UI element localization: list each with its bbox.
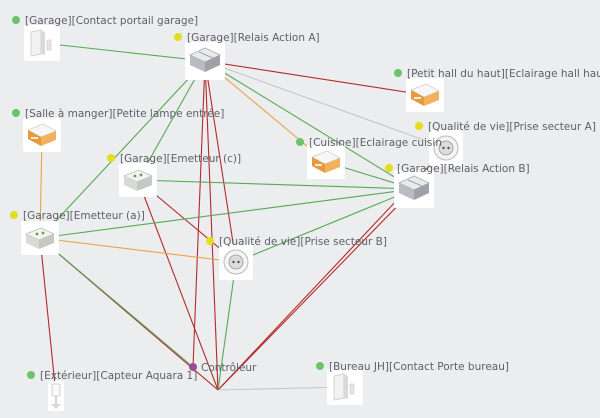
status-dot (385, 164, 393, 172)
icon-layer (21, 25, 463, 411)
node-emetteur-a[interactable]: [Garage][Emetteur (a)] (10, 210, 145, 222)
link-emetteur-c-to-relais-action-b (137, 179, 415, 190)
link-relais-action-a-to-prise-secteur-a (204, 60, 447, 149)
node-prise-secteur-a[interactable]: [Qualité de vie][Prise secteur A] (415, 121, 596, 133)
node-relais-action-a[interactable]: [Garage][Relais Action A] (174, 32, 320, 44)
status-dot (107, 154, 115, 162)
link-petite-lampe-entree-to-emetteur-a (39, 134, 43, 239)
label-layer: [Garage][Contact portail garage] [Garage]… (10, 15, 600, 382)
status-dot (296, 138, 304, 146)
node-petite-lampe-entree[interactable]: [Salle à manger][Petite lampe entrée] (12, 108, 224, 120)
status-dot (10, 211, 18, 219)
node-label: Contrôleur (201, 362, 257, 374)
node-eclairage-cuisine[interactable]: [Cuisine][Eclairage cuisin (296, 137, 442, 149)
transmitter-module-icon[interactable] (21, 221, 59, 255)
link-emetteur-a-to-prise-secteur-b (39, 237, 237, 263)
link-relais-action-b-to-hub (217, 188, 415, 391)
node-label: [Garage][Emetteur (a)] (23, 210, 145, 222)
node-label: [Garage][Emetteur (c)] (120, 153, 241, 165)
node-label: [Garage][Relais Action A] (187, 32, 320, 44)
relay-module-icon[interactable] (394, 170, 434, 208)
status-dot (189, 363, 197, 371)
node-label: [Garage][Relais Action B] (397, 163, 530, 175)
link-relais-action-a-to-controleur (192, 60, 206, 368)
door-contact-sensor-icon[interactable] (24, 25, 60, 61)
dimmer-module-icon[interactable] (23, 118, 61, 152)
link-relais-action-a-to-eclairage-hall-haut (204, 60, 426, 96)
link-relais-action-a-to-emetteur-a (39, 60, 206, 239)
door-contact-sensor-icon[interactable] (327, 369, 363, 405)
node-label: [Cuisine][Eclairage cuisin (309, 137, 442, 149)
link-emetteur-a-to-controleur (39, 237, 194, 368)
node-label: [Bureau JH][Contact Porte bureau] (329, 361, 509, 373)
node-label: [Extérieur][Capteur Aquara 1] (40, 370, 197, 382)
node-capteur-aquara[interactable]: [Extérieur][Capteur Aquara 1] (27, 370, 197, 382)
node-label: [Qualité de vie][Prise secteur A] (428, 121, 596, 133)
smart-plug-icon[interactable] (429, 130, 463, 166)
node-label: [Petit hall du haut][Eclairage hall haut… (407, 68, 600, 80)
node-contact-portail-garage[interactable]: [Garage][Contact portail garage] (12, 15, 198, 27)
node-contact-porte-bureau[interactable]: [Bureau JH][Contact Porte bureau] (316, 361, 509, 373)
status-dot (174, 33, 182, 41)
link-relais-action-a-to-relais-action-b (204, 60, 415, 190)
transmitter-module-icon[interactable] (119, 163, 157, 197)
link-relais-action-a-to-emetteur-c (137, 60, 206, 181)
node-label: [Salle à manger][Petite lampe entrée] (25, 108, 224, 120)
link-relais-action-a-to-hub (204, 60, 219, 391)
status-dot (206, 237, 214, 245)
node-eclairage-hall-haut[interactable]: [Petit hall du haut][Eclairage hall haut… (394, 68, 600, 80)
status-dot (415, 122, 423, 130)
status-dot (316, 362, 324, 370)
smart-plug-icon[interactable] (219, 244, 253, 280)
status-dot (394, 69, 402, 77)
link-relais-action-a-to-prise-secteur-b (204, 60, 237, 263)
node-controleur[interactable]: Contrôleur (189, 362, 257, 374)
node-emetteur-c[interactable]: [Garage][Emetteur (c)] (107, 153, 241, 165)
dimmer-module-icon[interactable] (307, 145, 345, 179)
status-dot (12, 109, 20, 117)
node-prise-secteur-b[interactable]: [Qualité de vie][Prise secteur B] (206, 236, 387, 248)
link-hub-to-contact-porte-bureau (217, 386, 346, 391)
status-dot (27, 371, 35, 379)
link-prise-secteur-b-to-hub (217, 261, 237, 391)
node-relais-action-b[interactable]: [Garage][Relais Action B] (385, 163, 530, 175)
link-emetteur-c-to-hub (137, 179, 219, 391)
link-emetteur-a-to-capteur-aquara (39, 237, 57, 396)
link-prise-secteur-b-to-relais-action-b (235, 188, 415, 263)
status-dot (12, 16, 20, 24)
node-label: [Qualité de vie][Prise secteur B] (219, 236, 387, 248)
node-label: [Garage][Contact portail garage] (25, 15, 198, 27)
link-emetteur-a-to-relais-action-b (39, 188, 415, 239)
temperature-sensor-icon[interactable] (48, 381, 64, 411)
link-contact-portail-garage-to-relais-action-a (41, 42, 206, 62)
dimmer-module-icon[interactable] (406, 78, 444, 112)
link-relais-action-a-to-eclairage-cuisine (204, 60, 327, 163)
relay-module-icon[interactable] (185, 42, 225, 80)
